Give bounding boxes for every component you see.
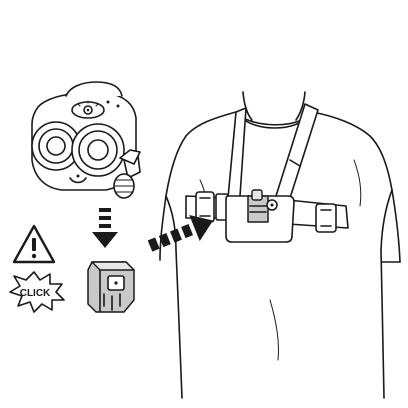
- strap-adjuster: [315, 203, 337, 233]
- person-torso: [159, 91, 401, 399]
- mount-adapter: [87, 261, 135, 313]
- down-arrow: [92, 208, 118, 248]
- chest-harness: [185, 103, 349, 243]
- warning-triangle-icon: [12, 224, 56, 264]
- right-arrow: [147, 215, 214, 252]
- click-burst-icon: CLICK: [9, 271, 65, 313]
- headlamp: [31, 81, 141, 199]
- click-label: CLICK: [20, 288, 51, 299]
